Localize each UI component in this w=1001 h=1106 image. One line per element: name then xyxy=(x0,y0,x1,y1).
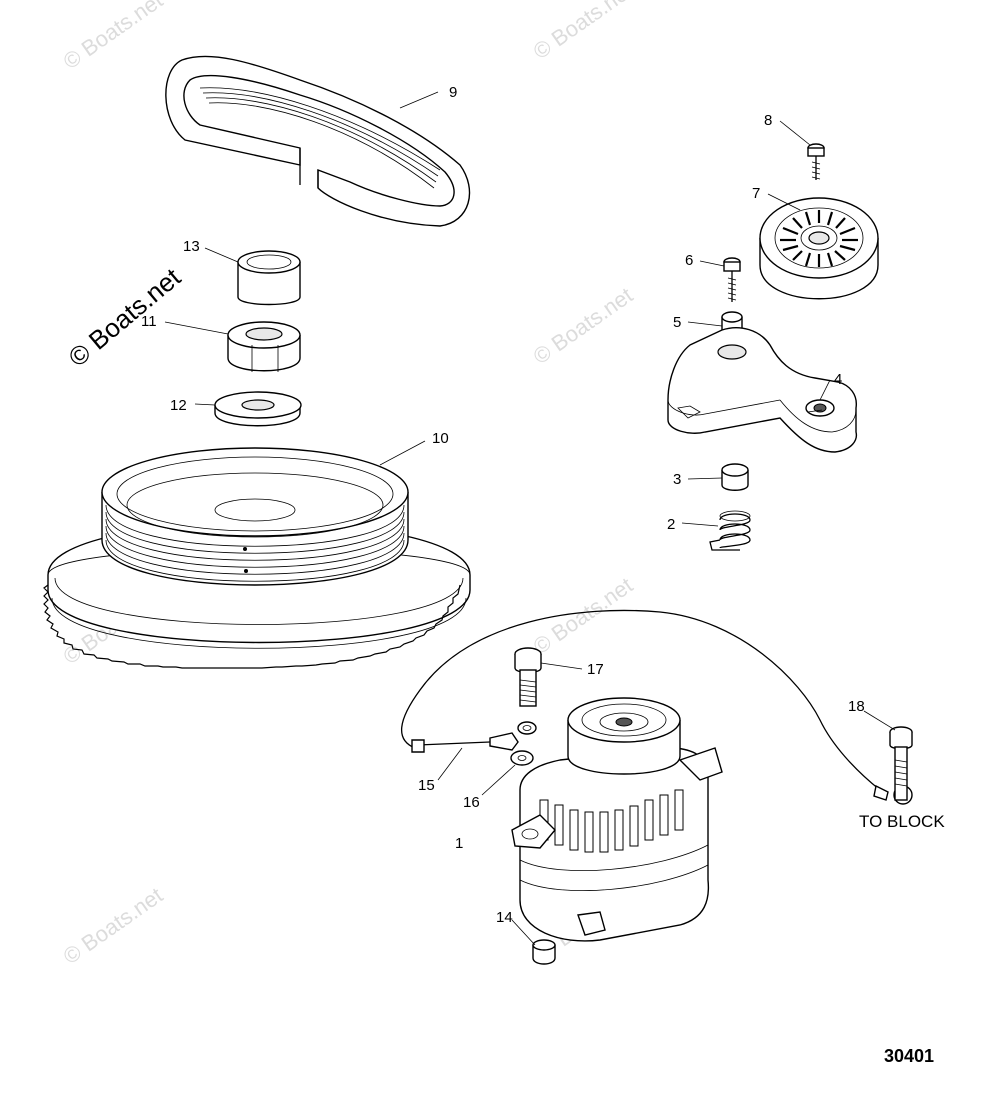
callouts: 1 2 3 4 5 6 7 8 9 10 11 12 13 14 15 16 1… xyxy=(141,84,865,926)
watermark: © Boats.net xyxy=(59,882,168,969)
callout-12: 12 xyxy=(170,397,187,414)
callout-5: 5 xyxy=(673,314,681,331)
watermark: © Boats.net xyxy=(59,0,168,74)
callout-9: 9 xyxy=(449,84,457,101)
callout-15: 15 xyxy=(418,777,435,794)
callout-11: 11 xyxy=(141,313,157,330)
figure-number: 30401 xyxy=(884,1046,934,1066)
callout-8: 8 xyxy=(764,112,772,129)
sleeve xyxy=(237,250,301,306)
callout-18: 18 xyxy=(848,698,865,715)
drive-belt xyxy=(165,55,471,227)
callout-17: 17 xyxy=(587,661,604,678)
to-block-note: TO BLOCK xyxy=(859,812,945,831)
callout-2: 2 xyxy=(667,516,675,533)
bushing xyxy=(721,463,749,491)
watermark: © Boats.net xyxy=(529,572,638,659)
bolt-ground xyxy=(889,726,913,801)
callout-13: 13 xyxy=(183,238,200,255)
flywheel-pulley xyxy=(43,447,471,669)
tensioner-bracket xyxy=(667,327,858,453)
alternator-nut xyxy=(532,939,556,965)
bolt-alternator xyxy=(514,647,542,707)
washer xyxy=(214,391,302,427)
leader-lines xyxy=(164,91,896,946)
nut xyxy=(227,321,301,372)
callout-6: 6 xyxy=(685,252,693,269)
bolt-idler xyxy=(723,257,741,302)
bolt-small xyxy=(807,143,825,180)
spring xyxy=(709,510,751,551)
watermark: © Boats.net xyxy=(529,282,638,369)
callout-1: 1 xyxy=(455,835,463,852)
callout-10: 10 xyxy=(432,430,449,447)
watermark: © Boats.net xyxy=(529,0,638,64)
lock-washer xyxy=(510,750,534,766)
watermark-primary: © Boats.net xyxy=(63,262,187,373)
callout-3: 3 xyxy=(673,471,681,488)
callout-4: 4 xyxy=(834,371,842,388)
callout-16: 16 xyxy=(463,794,480,811)
callout-7: 7 xyxy=(752,185,760,202)
callout-14: 14 xyxy=(496,909,513,926)
idler-pulley xyxy=(759,197,879,300)
alternator xyxy=(511,697,723,942)
